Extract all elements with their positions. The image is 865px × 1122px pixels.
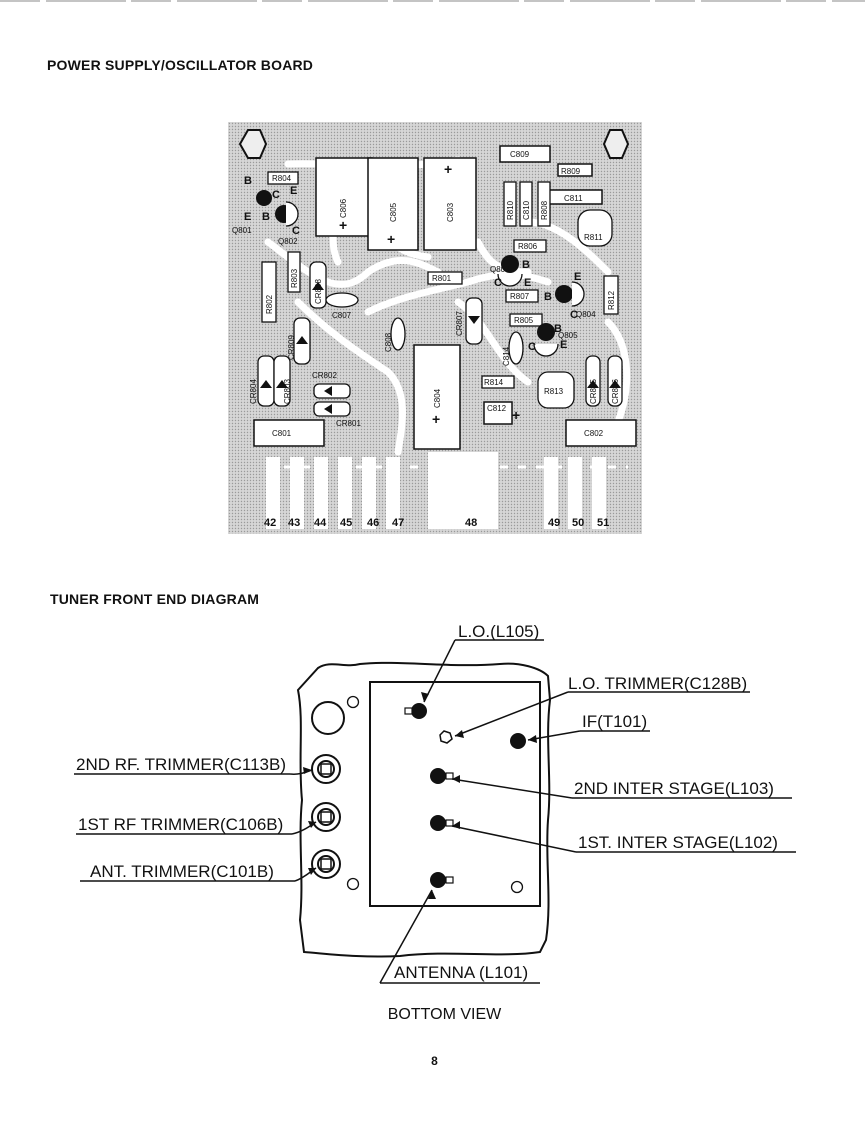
- label-c812: C812: [487, 404, 507, 413]
- label-q801: Q801: [232, 226, 252, 235]
- label-1st-inter-stage: 1ST. INTER STAGE(L102): [578, 833, 778, 852]
- label-cr806: CR806: [611, 379, 620, 404]
- label-c809: C809: [510, 150, 530, 159]
- label-r807: R807: [510, 292, 530, 301]
- terminal-45: 45: [340, 517, 352, 529]
- pin-b-q804: B: [544, 291, 552, 303]
- pin-c-q802: C: [292, 225, 300, 237]
- pin-e-q802: E: [290, 185, 297, 197]
- plus-c812: +: [512, 407, 520, 423]
- label-cr807: CR807: [455, 311, 464, 336]
- label-c802: C802: [584, 429, 604, 438]
- label-c803: C803: [446, 202, 455, 222]
- label-lo-trimmer: L.O. TRIMMER(C128B): [568, 674, 747, 693]
- label-c805: C805: [389, 202, 398, 222]
- label-cr805: CR805: [589, 379, 598, 404]
- label-2nd-rf-trimmer: 2ND RF. TRIMMER(C113B): [76, 755, 286, 774]
- label-cr804: CR804: [249, 379, 258, 404]
- pin-e-q804: E: [574, 271, 581, 283]
- pin-b-q801: B: [244, 175, 252, 187]
- label-r802: R802: [265, 294, 274, 314]
- label-2nd-inter-stage: 2ND INTER STAGE(L103): [574, 779, 774, 798]
- pin-c-q805: C: [528, 341, 536, 353]
- label-cr809: CR809: [287, 335, 296, 360]
- label-q805: Q805: [558, 331, 578, 340]
- pin-b-q805: B: [554, 323, 562, 335]
- terminal-46: 46: [367, 517, 379, 529]
- label-r806: R806: [518, 242, 538, 251]
- mounting-holes: [238, 129, 630, 159]
- pin-c-q803: C: [494, 277, 502, 289]
- label-q802: Q802: [278, 237, 298, 246]
- pin-b-q802: B: [262, 211, 270, 223]
- top-rule: [0, 0, 865, 2]
- plus-c806: +: [339, 217, 347, 233]
- label-c808: C808: [384, 332, 393, 352]
- label-lo-coil: L.O.(L105): [458, 622, 539, 641]
- label-c801: C801: [272, 429, 292, 438]
- label-c807: C807: [332, 311, 352, 320]
- trimmer-screws: [311, 754, 341, 879]
- resistor-bodies: [261, 171, 619, 409]
- label-r812: R812: [607, 290, 616, 310]
- label-r805: R805: [514, 316, 534, 325]
- label-cr801: CR801: [336, 419, 361, 428]
- label-antenna-coil: ANTENNA (L101): [394, 963, 528, 982]
- terminal-49: 49: [548, 517, 560, 529]
- label-c810: C810: [522, 200, 531, 220]
- label-r804: R804: [272, 174, 292, 183]
- label-r813: R813: [544, 387, 564, 396]
- label-cr808: CR808: [314, 279, 323, 304]
- tuner-front-end-diagram: L.O.(L105) L.O. TRIMMER(C128B) IF(T101) …: [74, 622, 796, 984]
- label-r801: R801: [432, 274, 452, 283]
- label-r810: R810: [506, 200, 515, 220]
- label-r809: R809: [561, 167, 581, 176]
- label-q804: Q804: [576, 310, 596, 319]
- plus-c804: +: [432, 411, 440, 427]
- terminal-43: 43: [288, 517, 300, 529]
- page-number: 8: [431, 1054, 438, 1068]
- bottom-view-caption: BOTTOM VIEW: [387, 1006, 502, 1023]
- tuner-housing: [296, 661, 552, 958]
- terminal-50: 50: [572, 517, 584, 529]
- label-r814: R814: [484, 378, 504, 387]
- ceramic-capacitors: [325, 292, 524, 365]
- diode-triangles: [260, 282, 621, 414]
- label-c814: C814: [502, 346, 511, 366]
- terminal-48: 48: [465, 517, 477, 529]
- label-c806: C806: [339, 198, 348, 218]
- terminal-42: 42: [264, 517, 276, 529]
- pin-b-q803: B: [522, 259, 530, 271]
- leader-lines: [74, 639, 796, 984]
- label-c811: C811: [564, 194, 583, 203]
- pin-e-q801: E: [244, 211, 251, 223]
- label-1st-rf-trimmer: 1ST RF TRIMMER(C106B): [78, 815, 283, 834]
- capacitor-bodies: [253, 145, 637, 450]
- arrowheads: [303, 692, 537, 899]
- terminal-51: 51: [597, 517, 609, 529]
- label-r811: R811: [584, 233, 603, 242]
- pin-e-q805: E: [560, 339, 567, 351]
- power-supply-board-diagram: C809 R809 C811 R804 C806 C805 C803 R810 …: [228, 122, 642, 534]
- plus-c805: +: [387, 231, 395, 247]
- label-q803: Q803: [490, 265, 510, 274]
- terminal-44: 44: [314, 517, 327, 529]
- label-c804: C804: [433, 388, 442, 408]
- section-title-power-supply: POWER SUPPLY/OSCILLATOR BOARD: [47, 57, 314, 73]
- plus-c803: +: [444, 161, 452, 177]
- label-ant-trimmer: ANT. TRIMMER(C101B): [90, 862, 274, 881]
- label-cr802: CR802: [312, 371, 337, 380]
- label-cr803: CR803: [283, 379, 292, 404]
- section-title-tuner: TUNER FRONT END DIAGRAM: [50, 591, 260, 607]
- terminal-strip: [266, 452, 606, 529]
- transistors: [256, 190, 585, 357]
- label-r808: R808: [540, 200, 549, 220]
- pin-e-q803: E: [524, 277, 531, 289]
- label-r803: R803: [290, 268, 299, 288]
- pin-c-q804: C: [570, 309, 578, 321]
- terminal-47: 47: [392, 517, 404, 529]
- coil-points: [404, 703, 526, 888]
- pin-c-q801: C: [272, 189, 280, 201]
- label-if-transformer: IF(T101): [582, 712, 647, 731]
